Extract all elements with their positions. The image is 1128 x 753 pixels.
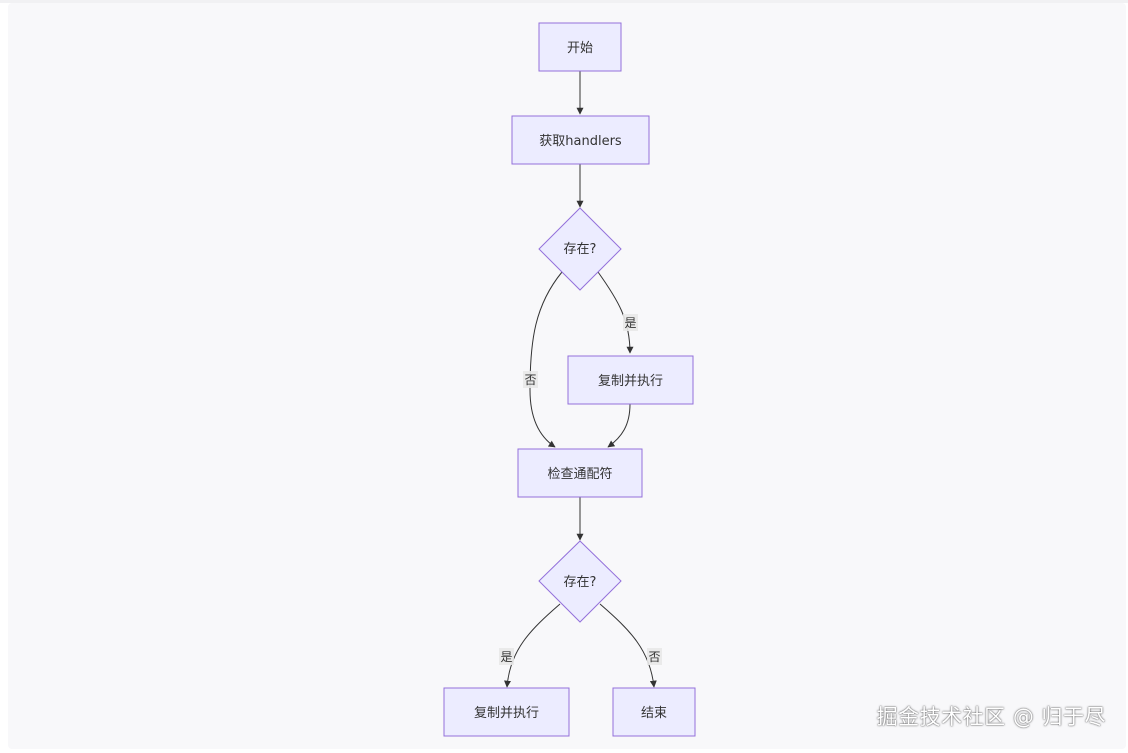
node-exists2: 存在? — [538, 540, 622, 623]
node-check-wildcard: 检查通配符 — [517, 448, 643, 498]
edge-labels: 是 否 是 否 — [499, 314, 662, 665]
node-exists1: 存在? — [538, 207, 622, 291]
label-bg-exists2-no — [647, 648, 662, 665]
node-copy-exec2-label: 复制并执行 — [474, 706, 539, 721]
node-get-handlers-box — [511, 115, 650, 165]
node-exists2-label: 存在? — [564, 575, 597, 590]
top-edge — [0, 0, 1128, 3]
node-exists1-diamond — [538, 207, 622, 291]
node-end-box — [612, 687, 696, 737]
node-copy-exec1-label: 复制并执行 — [598, 374, 663, 389]
label-bg-exists1-yes — [623, 314, 638, 331]
edge-exists1-yes — [597, 271, 634, 354]
node-copy-exec1: 复制并执行 — [567, 355, 694, 405]
node-copy-exec1-box — [567, 355, 694, 405]
edge-label-exists1-yes: 是 — [624, 316, 636, 330]
node-start-label: 开始 — [567, 41, 593, 56]
node-copy-exec2: 复制并执行 — [443, 687, 570, 737]
node-get-handlers-label: 获取handlers — [539, 134, 622, 149]
edge-exists2-yes — [504, 603, 561, 688]
edge-copy-exec1-to-check — [607, 403, 631, 448]
node-check-wildcard-label: 检查通配符 — [547, 466, 612, 482]
label-bg-exists1-no — [523, 371, 538, 388]
edge-exists1-no — [529, 271, 563, 448]
node-start: 开始 — [538, 22, 622, 72]
node-check-wildcard-box — [517, 448, 643, 498]
edge-exists2-no — [599, 603, 657, 688]
node-get-handlers: 获取handlers — [511, 115, 650, 165]
node-exists1-label: 存在? — [564, 242, 597, 257]
label-bg-exists2-yes — [499, 648, 514, 665]
edge-label-exists1-no: 否 — [524, 373, 536, 387]
edge-label-exists2-yes: 是 — [500, 650, 512, 664]
node-end: 结束 — [612, 687, 696, 737]
edge-label-exists2-no: 否 — [648, 650, 660, 664]
node-copy-exec2-box — [443, 687, 570, 737]
watermark: 掘金技术社区 @ 归于尽 — [876, 705, 1106, 729]
node-exists2-diamond — [538, 540, 622, 623]
node-start-box — [538, 22, 622, 72]
node-end-label: 结束 — [641, 706, 667, 721]
